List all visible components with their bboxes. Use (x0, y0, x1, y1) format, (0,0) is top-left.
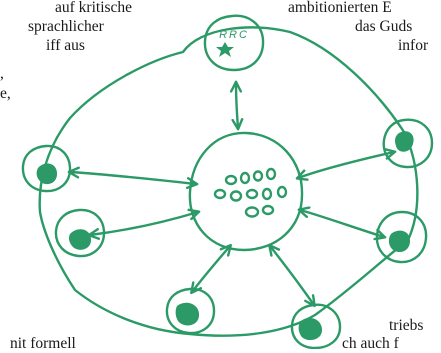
hub-cluster-icon (213, 167, 288, 218)
arrow-hub-right (297, 206, 387, 241)
text-top-right-line-1: ambitionierten E (288, 0, 392, 16)
hub-connections (67, 80, 397, 308)
arrow-hub-left (67, 166, 199, 190)
text-top-right-line-2: das Guds (355, 18, 413, 35)
text-left-line-3: iff aus (46, 37, 85, 54)
outer-ring (38, 26, 419, 337)
text-bottom-right-line-2: ch auch f (342, 335, 399, 352)
satellite-node-bottom-right (290, 303, 342, 349)
text-left-line-1: auf kritische (55, 0, 133, 16)
arrow-hub-lower-left (87, 208, 201, 240)
satellite-node-left (21, 144, 72, 193)
satellite-node-lower-left (54, 208, 106, 258)
text-left-line-5: e, (0, 85, 11, 102)
arrow-hub-upper-right (295, 147, 397, 181)
central-hub (188, 131, 304, 252)
arrow-hub-bottom-right (268, 243, 316, 308)
star-icon (216, 42, 234, 57)
satellite-node-right (375, 210, 428, 264)
text-top-right-line-3: infor (398, 37, 429, 54)
text-left-line-2: sprachlicher (28, 18, 104, 35)
text-bottom-left: nit formell (10, 335, 76, 352)
top-node: RRC (203, 14, 265, 72)
satellite-node-upper-right (382, 118, 434, 169)
text-bottom-right-line-1: triebs (389, 317, 424, 334)
text-left-line-4: , (0, 65, 4, 82)
satellite-node-bottom (165, 287, 216, 335)
arrow-hub-top (230, 80, 244, 131)
arrow-hub-bottom (190, 243, 232, 295)
top-node-label: RRC (219, 29, 249, 41)
